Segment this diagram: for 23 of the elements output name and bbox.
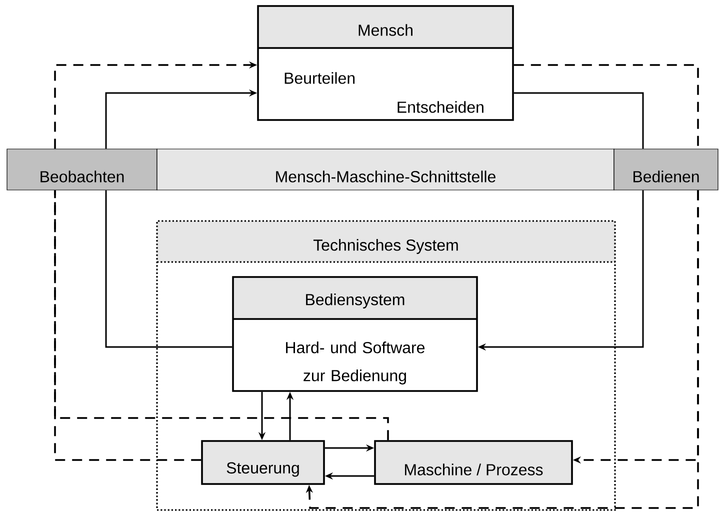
interface-segment [6,148,158,190]
connector-line [514,64,699,149]
process-box [201,440,325,485]
box-text: Beurteilen [284,72,355,84]
connector-line [105,190,232,348]
header-box [257,5,514,121]
connector-line [54,190,389,440]
process-box [374,440,573,485]
box-title: Mensch [358,24,412,36]
box-text: Hard- und Software zur Bedienung [286,342,425,384]
group-title: Technisches System [313,239,458,254]
box-label: Maschine / Prozess [405,464,543,476]
system-boundary [156,220,616,511]
connector-line [514,92,644,149]
header-box [232,276,478,392]
box-title: Bediensystem [306,294,404,308]
box-label: Mensch-Maschine-Schnittstelle [276,170,496,182]
interface-segment [614,148,718,190]
box-label: Steuerung [226,462,299,477]
box-label: Beobachten [40,170,124,182]
interface-band [156,148,614,190]
box-label: Bedienen [634,170,699,182]
box-text: Entscheiden [398,101,484,113]
